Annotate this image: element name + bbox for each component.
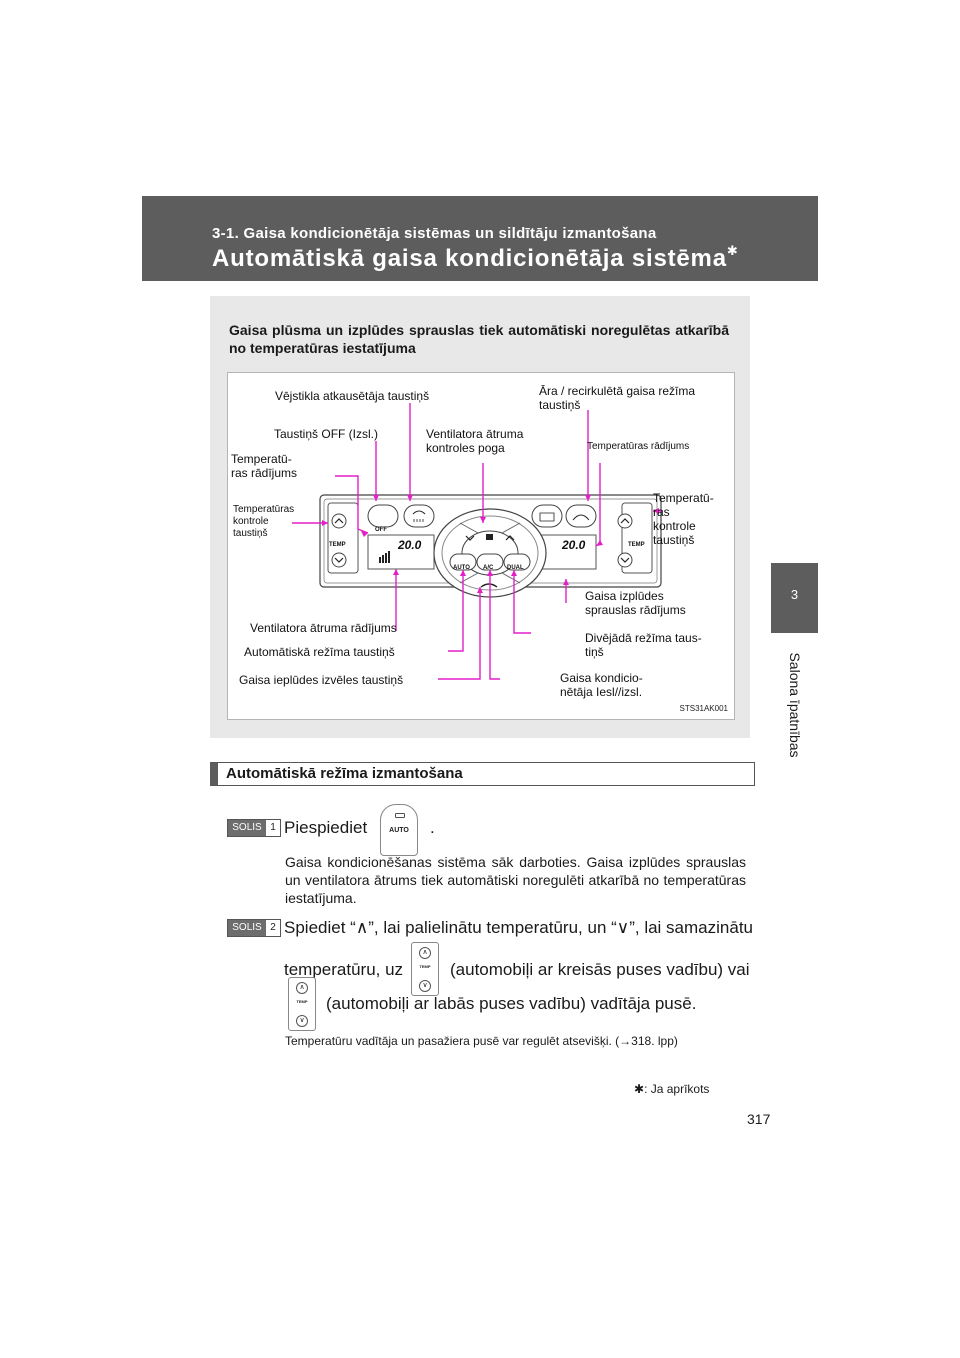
label-intake-button: Gaisa ieplūdes izvēles taustiņš [239,673,404,687]
panel-dual-text: DUAL [507,565,524,571]
panel-off-text: OFF [375,527,387,533]
panel-ac-text: A/C [483,565,494,571]
step-1-text-b: . [430,818,435,837]
chapter-tab[interactable]: 3 [771,563,818,633]
label-auto-button: Automātiskā režīma taustiņš [244,645,395,659]
panel-temp-left-text: TEMP [329,542,346,548]
label-temp-display-right: Temperatūras rādījums [587,441,690,452]
chapter-tab-label: Salona īpatnības [787,652,803,758]
label-defog-button: Vējstikla atkausētāja taustiņš [275,389,430,403]
step-2-line-1: Spiediet “∧”, lai palielinātu temperatūr… [284,918,753,937]
note-text: Temperatūru vadītāja un pasažiera pusē v… [285,1034,678,1048]
asterisk-icon: ✱ [634,1082,645,1096]
figure-lead-text: Gaisa plūsma un izplūdes sprauslas tiek … [229,322,729,356]
label-temp-display-left: Temperatū-ras rādījums [231,452,298,480]
figure-panel: Gaisa plūsma un izplūdes sprauslas tiek … [210,296,750,738]
climate-panel-illustration [292,403,663,680]
footnote: ✱: Ja aprīkots [634,1082,710,1096]
chapter-header: 3-1. Gaisa kondicionētāja sistēmas un si… [142,196,818,281]
label-fan-display: Ventilatora ātruma rādījums [250,621,397,635]
step-1-body: Gaisa kondicionēšanas sistēma sāk darbot… [285,854,746,906]
temp-button-lhd-icon: ∧ TEMP ∨ [411,942,439,996]
panel-display-left-text: 20.0 [398,538,422,552]
section-heading: Automātiskā režīma izmantošana [210,762,755,786]
figure-code: STS31AK001 [679,704,728,713]
temp-button-rhd-icon: ∧ TEMP ∨ [288,977,316,1031]
panel-display-right-text: 20.0 [562,538,586,552]
step-2-line-2b: (automobiļi ar kreisās puses vadību) vai [450,960,750,979]
step-1-text-a: Piespiediet [284,818,368,837]
step-2-line-2a: temperatūru, uz [284,960,404,979]
page-number: 317 [747,1111,771,1127]
section-title: 3-1. Gaisa kondicionētāja sistēmas un si… [212,225,657,242]
panel-temp-right-text: TEMP [628,542,645,548]
asterisk-mark: ✱ [726,243,739,258]
panel-auto-text: AUTO [453,565,470,571]
page-title: Automātiskā gaisa kondicionētāja sistēma… [212,243,739,272]
auto-button-icon: AUTO [380,804,418,856]
step-2-line-3: (automobiļi ar labās puses vadību) vadīt… [326,994,697,1013]
climate-control-diagram: OFF TEMP TEMP 20.0 20.0 AUTO A/C DUAL Vē… [227,372,735,720]
label-dual-button: Divējādā režīma taus-tiņš [585,631,702,659]
label-ac-button: Gaisa kondicio-nētāja Iesl//izsl. [560,671,643,699]
label-off-button: Taustiņš OFF (Izsl.) [274,427,379,441]
